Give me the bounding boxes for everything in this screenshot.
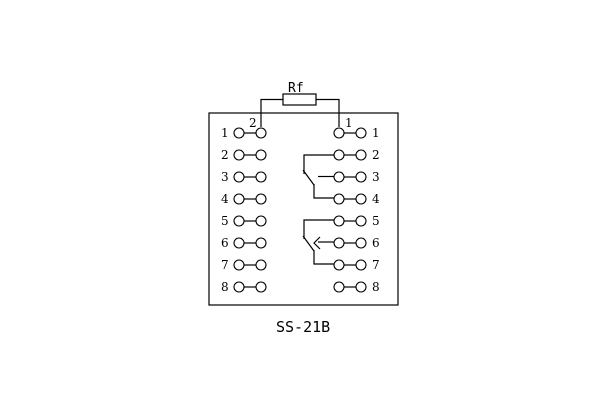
right-terminal-inner xyxy=(355,171,367,183)
left-terminal-number: 8 xyxy=(221,280,229,294)
left-terminal-row: 6 xyxy=(221,236,267,250)
left-terminal-number: 7 xyxy=(221,258,229,272)
left-terminal-row: 5 xyxy=(221,214,267,228)
left-terminal-number: 6 xyxy=(221,236,229,250)
model-label: SS-21B xyxy=(276,318,330,336)
right-terminal-outer xyxy=(333,193,345,205)
left-terminal-inner xyxy=(255,259,267,271)
contact-set-upper xyxy=(302,154,334,199)
right-terminal-inner xyxy=(355,193,367,205)
left-terminal-row: 3 xyxy=(221,170,267,184)
contact-set-lower xyxy=(302,219,334,265)
contact-blade-lower xyxy=(302,235,315,252)
left-terminal-inner xyxy=(255,193,267,205)
right-terminal-outer xyxy=(333,281,345,293)
left-terminal-inner xyxy=(255,171,267,183)
right-terminal-inner xyxy=(355,281,367,293)
left-terminal-inner xyxy=(255,237,267,249)
right-terminal-outer xyxy=(333,259,345,271)
left-terminal-outer xyxy=(233,259,245,271)
left-terminal-outer xyxy=(233,127,245,139)
contact-arrow-mark xyxy=(313,236,321,250)
resistor-rf: Rf xyxy=(260,81,340,127)
resistor-label: Rf xyxy=(288,81,304,96)
right-terminal-row: 5 xyxy=(333,214,380,228)
right-terminal-number: 3 xyxy=(372,170,380,184)
left-terminal-outer xyxy=(233,149,245,161)
right-terminal-inner xyxy=(355,215,367,227)
left-terminal-outer xyxy=(233,281,245,293)
contact-blade-upper xyxy=(302,169,315,186)
right-terminal-number: 6 xyxy=(372,236,380,250)
right-terminal-number: 7 xyxy=(372,258,380,272)
right-terminal-inner xyxy=(355,259,367,271)
left-top-mark: 2 xyxy=(249,116,257,130)
right-terminal-inner xyxy=(355,237,367,249)
right-top-mark: 1 xyxy=(345,116,353,130)
resistor-lead-right xyxy=(316,98,340,127)
right-terminal-row: 2 xyxy=(333,148,380,162)
right-terminal-outer xyxy=(333,149,345,161)
right-terminal-inner xyxy=(355,127,367,139)
left-terminal-row: 4 xyxy=(221,192,267,206)
left-terminal-number: 3 xyxy=(221,170,229,184)
left-terminal-inner xyxy=(255,215,267,227)
left-terminal-outer xyxy=(233,215,245,227)
left-terminal-row: 1 xyxy=(221,126,267,140)
right-terminal-number: 2 xyxy=(372,148,380,162)
left-terminal-inner xyxy=(255,149,267,161)
left-terminal-row: 2 xyxy=(221,148,267,162)
left-terminal-column: 1 2 3 4 5 6 7 8 xyxy=(221,126,267,294)
right-terminal-outer xyxy=(333,171,345,183)
left-terminal-number: 5 xyxy=(221,214,229,228)
left-terminal-row: 8 xyxy=(221,280,267,294)
right-terminal-outer xyxy=(333,127,345,139)
right-terminal-outer xyxy=(333,237,345,249)
resistor-lead-left xyxy=(260,98,283,127)
right-terminal-column: 1 2 3 4 5 6 7 8 xyxy=(333,126,380,294)
left-terminal-outer xyxy=(233,237,245,249)
contact-wire-5 xyxy=(303,219,334,239)
left-terminal-row: 7 xyxy=(221,258,267,272)
right-terminal-number: 1 xyxy=(372,126,380,140)
right-terminal-inner xyxy=(355,149,367,161)
right-terminal-row: 3 xyxy=(333,170,380,184)
left-terminal-number: 1 xyxy=(221,126,229,140)
relay-enclosure xyxy=(208,112,399,306)
right-terminal-number: 8 xyxy=(372,280,380,294)
right-terminal-row: 6 xyxy=(333,236,380,250)
right-terminal-outer xyxy=(333,215,345,227)
right-terminal-row: 1 xyxy=(333,126,380,140)
contact-wire-7 xyxy=(313,250,334,265)
left-terminal-number: 4 xyxy=(221,192,229,206)
left-terminal-outer xyxy=(233,193,245,205)
right-terminal-number: 5 xyxy=(372,214,380,228)
left-terminal-inner xyxy=(255,127,267,139)
right-terminal-row: 7 xyxy=(333,258,380,272)
left-terminal-outer xyxy=(233,171,245,183)
left-terminal-inner xyxy=(255,281,267,293)
contact-wire-2 xyxy=(303,154,334,174)
left-terminal-number: 2 xyxy=(221,148,229,162)
right-terminal-number: 4 xyxy=(372,192,380,206)
contact-wire-4 xyxy=(313,184,334,199)
right-terminal-row: 4 xyxy=(333,192,380,206)
right-terminal-row: 8 xyxy=(333,280,380,294)
